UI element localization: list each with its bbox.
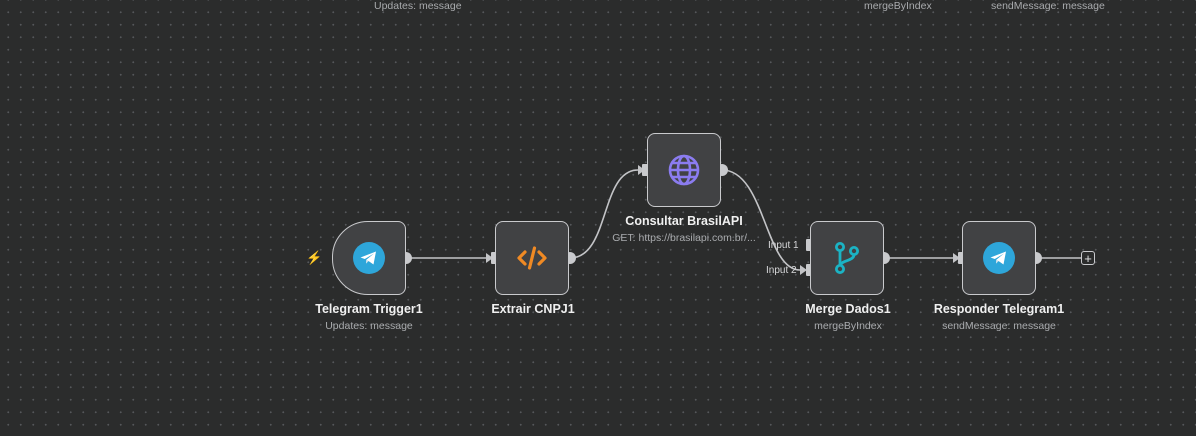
globe-icon (668, 154, 700, 186)
trigger-bolt-icon: ⚡ (306, 250, 323, 265)
arrow-head (800, 265, 807, 275)
node-title: Telegram Trigger1 (315, 302, 423, 316)
arrow-head (638, 165, 645, 175)
input-handle[interactable] (642, 164, 648, 176)
node-title: Consultar BrasilAPI (625, 214, 743, 228)
node-title: Merge Dados1 (805, 302, 891, 316)
partial-node-subtitle: mergeByIndex (864, 0, 932, 12)
node-responder-telegram[interactable] (962, 221, 1036, 295)
input-label-1: Input 1 (768, 240, 799, 251)
node-subtitle: mergeByIndex (814, 320, 882, 332)
telegram-icon (353, 242, 385, 274)
node-extrair-cnpj[interactable] (495, 221, 569, 295)
telegram-icon (983, 242, 1015, 274)
node-telegram-trigger[interactable] (332, 221, 406, 295)
partial-node-subtitle: sendMessage: message (991, 0, 1105, 12)
partial-node-subtitle: Updates: message (374, 0, 462, 12)
arrow-head (486, 253, 493, 263)
arrow-head (953, 253, 960, 263)
connection-consultar-to-merge[interactable] (721, 169, 801, 271)
node-merge-dados[interactable] (810, 221, 884, 295)
node-title: Responder Telegram1 (933, 302, 1065, 316)
node-title: Extrair CNPJ1 (491, 302, 575, 316)
add-node-button[interactable]: + (1081, 251, 1095, 265)
node-consultar-brasilapi[interactable] (647, 133, 721, 207)
node-subtitle: sendMessage: message (942, 320, 1056, 332)
code-icon (517, 246, 547, 270)
node-subtitle: GET: https://brasilapi.com.br/... (612, 232, 756, 244)
merge-icon (835, 242, 859, 274)
connection-extrair-to-consultar[interactable] (569, 169, 639, 259)
node-subtitle: Updates: message (325, 320, 413, 332)
input-label-2: Input 2 (766, 265, 797, 276)
